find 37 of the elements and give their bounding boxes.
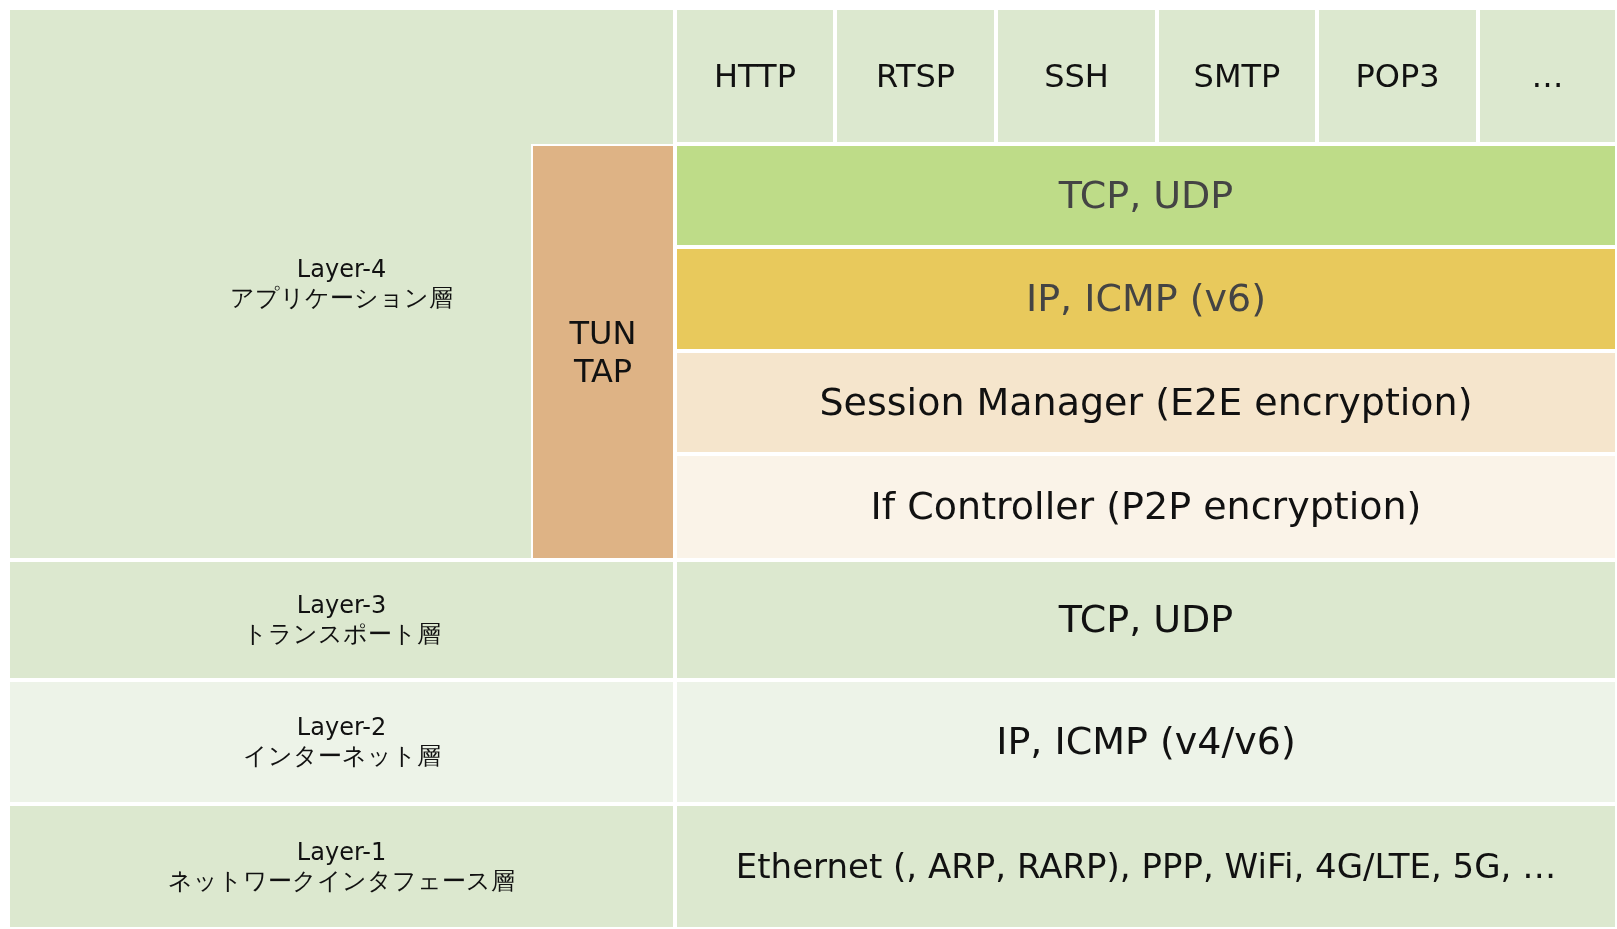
protocol-cell: [1317, 8, 1478, 144]
component-name: Session Manager (E2E encryption): [819, 379, 1473, 426]
layer-label: ネットワークインタフェース層: [168, 866, 515, 896]
protocol-name: TCP, UDP: [1058, 597, 1234, 643]
interface-column: [531, 144, 675, 560]
protocol-cell: [1478, 8, 1617, 144]
protocol-cell: [675, 144, 1617, 247]
layer-label: Layer-4: [296, 255, 387, 284]
layer-label: Layer-2: [296, 713, 387, 742]
interface-name: TUN TAP: [568, 313, 638, 391]
protocol-name: …: [1531, 56, 1564, 96]
component-band: [675, 351, 1617, 454]
protocol-name: RTSP: [875, 56, 956, 96]
layer-label: インターネット層: [242, 742, 441, 771]
layer-cell: [8, 804, 675, 929]
layer-cell: [8, 560, 675, 680]
protocol-cell: [1157, 8, 1317, 144]
protocol-name: IP, ICMP (v6): [1025, 276, 1267, 322]
protocol-cell: [675, 247, 1617, 351]
protocol-cell: [996, 8, 1157, 144]
layer-label: アプリケーション層: [230, 284, 453, 313]
component-name: If Controller (P2P encryption): [870, 484, 1422, 530]
protocol-name: SMTP: [1193, 56, 1281, 96]
protocol-name: Ethernet (, ARP, RARP), PPP, WiFi, 4G/LTE, 5G, …: [735, 846, 1557, 887]
protocol-name: SSH: [1044, 56, 1109, 96]
protocol-name: TCP, UDP: [1058, 172, 1234, 219]
protocol-cell: [675, 804, 1617, 929]
protocol-name: IP, ICMP (v4/v6): [996, 719, 1296, 765]
layer-label: Layer-1: [296, 837, 387, 867]
layer-cell: [8, 8, 675, 560]
protocol-name: HTTP: [714, 56, 796, 96]
protocol-cell: [675, 8, 835, 144]
protocol-name: POP3: [1355, 56, 1440, 96]
layer-label: Layer-3: [296, 591, 387, 620]
layer-label: トランスポート層: [242, 620, 441, 649]
protocol-cell: [835, 8, 996, 144]
protocol-cell: [675, 560, 1617, 680]
